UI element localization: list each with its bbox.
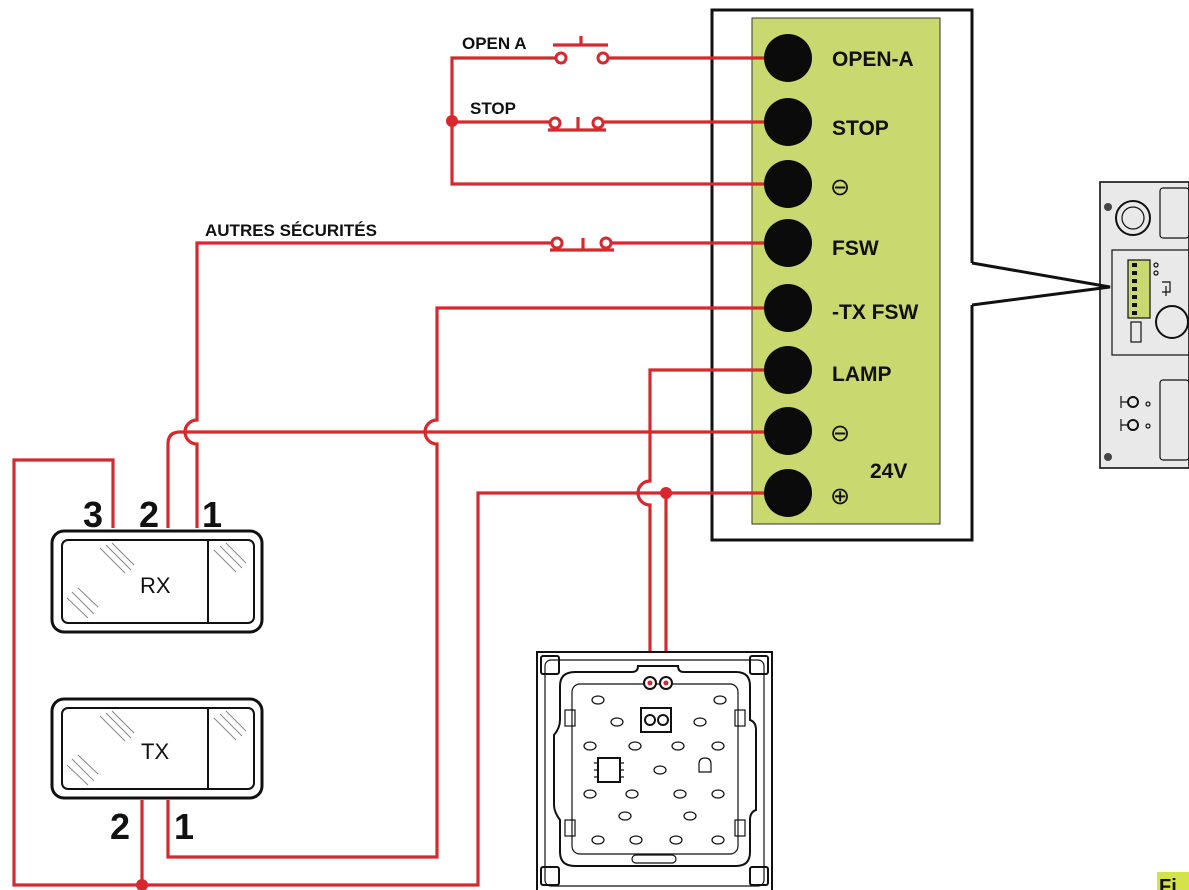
open-a-switch-label: OPEN A bbox=[462, 34, 527, 53]
terminal-screw bbox=[764, 98, 812, 146]
wire-positive-24v bbox=[12, 458, 764, 887]
other-safeties-contact: AUTRES SÉCURITÉS bbox=[205, 221, 614, 252]
supply-voltage-label: 24V bbox=[870, 460, 907, 483]
rx-terminal-number: 3 bbox=[83, 494, 103, 535]
tx-label: TX bbox=[141, 739, 169, 764]
glass-reflection bbox=[66, 710, 247, 786]
wiring bbox=[12, 56, 764, 890]
terminal-screw bbox=[764, 346, 812, 394]
open-a-pushbutton: OPEN A bbox=[462, 34, 610, 65]
stop-switch-label: STOP bbox=[470, 99, 516, 118]
terminal-screw bbox=[764, 219, 812, 267]
terminal-label-open-a: OPEN-A bbox=[832, 48, 914, 71]
rx-label: RX bbox=[140, 573, 171, 598]
junction-dot bbox=[446, 115, 458, 127]
terminal-label-positive-24v: ⊕ bbox=[830, 482, 850, 510]
terminal-connector bbox=[1127, 259, 1151, 319]
terminal-screw bbox=[764, 407, 812, 455]
terminal-screw bbox=[764, 34, 812, 82]
terminal-label-fsw: FSW bbox=[832, 237, 879, 260]
glass-reflection bbox=[66, 542, 247, 619]
terminal-screw bbox=[764, 160, 812, 208]
wire-negative-24v bbox=[166, 430, 764, 528]
rx-photocell: 3 2 1 RX bbox=[50, 494, 264, 634]
wire-fsw bbox=[183, 241, 764, 528]
terminal-label-negative-24v: ⊖ bbox=[830, 419, 850, 447]
callout-pointer bbox=[971, 261, 1111, 307]
terminal-label-stop: STOP bbox=[832, 117, 889, 140]
stop-pushbutton: STOP bbox=[470, 99, 606, 132]
tx-terminal-number: 2 bbox=[110, 806, 130, 847]
junction-dot bbox=[136, 879, 148, 890]
rx-terminal-number: 2 bbox=[139, 494, 159, 535]
terminal-screw bbox=[764, 469, 812, 517]
terminal-label-negative: ⊖ bbox=[830, 173, 850, 201]
tx-terminal-number: 1 bbox=[174, 806, 194, 847]
terminal-screw bbox=[764, 284, 812, 332]
flashing-lamp-board-icon bbox=[536, 651, 773, 890]
figure-tag-text: Fi bbox=[1159, 876, 1177, 890]
terminal-label-tx-fsw: -TX FSW bbox=[832, 301, 918, 324]
junction-dot bbox=[660, 487, 672, 499]
tx-photocell: TX 2 1 bbox=[50, 697, 264, 847]
other-safeties-label: AUTRES SÉCURITÉS bbox=[205, 221, 377, 240]
rx-terminal-number: 1 bbox=[202, 494, 222, 535]
figure-tag: Fi bbox=[1157, 872, 1189, 890]
terminal-label-lamp: LAMP bbox=[832, 363, 892, 386]
terminal-block: OPEN-A STOP ⊖ FSW -TX FSW LAMP ⊖ ⊕ 24V bbox=[710, 8, 1111, 542]
control-board-icon bbox=[1099, 181, 1189, 469]
